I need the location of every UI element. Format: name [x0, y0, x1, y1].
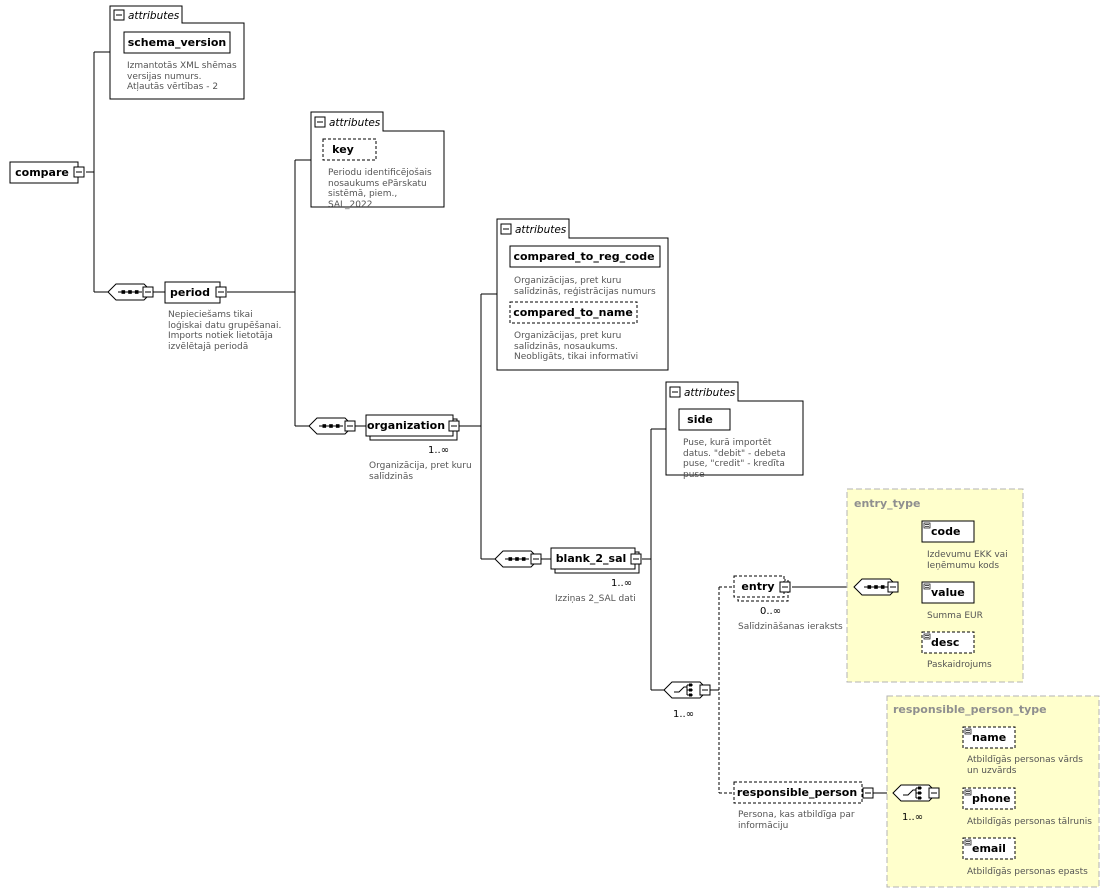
text-content-icon — [964, 789, 972, 796]
attributes-label: attributes — [684, 387, 736, 399]
attributes-group-blank-2-sal: attributes — [665, 381, 804, 476]
compare-label: compare — [15, 166, 69, 179]
collapse-icon[interactable] — [344, 420, 356, 432]
value-doc: Summa EUR — [927, 611, 983, 621]
text-content-icon — [923, 633, 931, 640]
organization-cardinality: 1..∞ — [428, 445, 449, 456]
collapse-icon[interactable] — [887, 581, 899, 593]
name-label: name — [972, 731, 1006, 744]
collapse-icon[interactable] — [215, 286, 227, 298]
period-doc: Nepieciešams tikai loģiskai datu grupēša… — [168, 310, 282, 352]
compared-to-reg-code-label: compared_to_reg_code — [513, 250, 654, 263]
element-compare[interactable]: compare — [9, 161, 85, 184]
compared-to-reg-code-doc: Organizācijas, pret kuru salīdzinās, reģ… — [514, 276, 656, 297]
collapse-icon[interactable] — [73, 166, 85, 178]
phone-label: phone — [972, 792, 1011, 805]
organization-label: organization — [367, 419, 445, 432]
collapse-icon[interactable] — [779, 581, 791, 593]
schema-version-doc: Izmantotās XML shēmas versijas numurs. A… — [127, 61, 237, 92]
text-content-icon — [964, 728, 972, 735]
collapse-icon[interactable] — [530, 553, 542, 565]
attribute-side[interactable]: side — [678, 408, 731, 431]
responsible-person-choice-cardinality: 1..∞ — [902, 812, 923, 823]
email-doc: Atbildīgās personas epasts — [967, 867, 1088, 877]
text-content-icon — [964, 839, 972, 846]
element-code[interactable]: code — [921, 520, 975, 543]
entry-label: entry — [741, 580, 774, 593]
attributes-group-period: attributes — [310, 111, 445, 208]
blank-2-sal-doc: Izziņas 2_SAL dati — [555, 594, 636, 604]
element-name[interactable]: name — [962, 726, 1016, 749]
collapse-icon[interactable] — [862, 787, 874, 799]
period-label: period — [170, 286, 210, 299]
schema-version-label: schema_version — [128, 36, 227, 49]
entry-doc: Salīdzināšanas ieraksts — [738, 622, 843, 632]
sequence-compare[interactable] — [107, 283, 154, 301]
key-label: key — [332, 143, 354, 156]
choice-cardinality: 1..∞ — [673, 709, 694, 720]
collapse-icon[interactable] — [448, 420, 460, 432]
text-content-icon — [923, 583, 931, 590]
element-blank-2-sal[interactable]: blank_2_sal 1..∞ — [550, 547, 642, 589]
organization-doc: Organizācija, pret kuru salīdzinās — [369, 461, 472, 482]
entry-type-title: entry_type — [854, 497, 920, 510]
attribute-compared-to-name[interactable]: compared_to_name — [509, 301, 638, 324]
email-label: email — [972, 842, 1006, 855]
element-responsible-person[interactable]: responsible_person — [733, 781, 874, 804]
sequence-period[interactable] — [308, 417, 356, 435]
text-content-icon — [923, 522, 931, 529]
name-doc: Atbildīgās personas vārds un uzvārds — [967, 755, 1083, 776]
attribute-schema-version[interactable]: schema_version — [123, 31, 231, 54]
connector-lines — [86, 51, 963, 850]
element-entry[interactable]: entry 0..∞ — [733, 575, 791, 617]
value-label: value — [931, 586, 965, 599]
attributes-label: attributes — [329, 117, 381, 129]
code-label: code — [931, 525, 960, 538]
code-doc: Izdevumu EKK vai Ieņēmumu kods — [927, 550, 1008, 571]
attribute-compared-to-reg-code[interactable]: compared_to_reg_code — [509, 245, 661, 268]
attributes-label: attributes — [128, 10, 180, 22]
responsible-person-label: responsible_person — [737, 786, 857, 799]
blank-2-sal-label: blank_2_sal — [556, 552, 627, 565]
key-doc: Periodu identificējošais nosaukums ePārs… — [328, 168, 432, 210]
sequence-entry-type[interactable] — [853, 578, 899, 596]
sequence-organization[interactable] — [494, 550, 542, 568]
side-label: side — [687, 413, 713, 426]
collapse-icon[interactable] — [630, 553, 642, 565]
side-doc: Puse, kurā importēt datus. "debit" - deb… — [683, 438, 786, 480]
compared-to-name-label: compared_to_name — [513, 306, 633, 319]
phone-doc: Atbildīgās personas tālrunis — [967, 817, 1092, 827]
element-email[interactable]: email — [962, 837, 1016, 860]
choice-responsible-person-type[interactable]: 1..∞ — [892, 784, 940, 823]
desc-doc: Paskaidrojums — [927, 660, 992, 670]
element-value[interactable]: value — [921, 581, 975, 604]
responsible-person-type-title: responsible_person_type — [893, 703, 1047, 716]
collapse-icon[interactable] — [928, 787, 940, 799]
compared-to-name-doc: Organizācijas, pret kuru salīdzinās, nos… — [514, 331, 639, 362]
element-desc[interactable]: desc — [921, 631, 975, 654]
attributes-label: attributes — [515, 224, 567, 236]
element-period[interactable]: period — [164, 281, 227, 304]
collapse-icon[interactable] — [699, 684, 711, 696]
choice-blank-2-sal[interactable]: 1..∞ — [663, 681, 711, 720]
desc-label: desc — [931, 636, 959, 649]
element-phone[interactable]: phone — [962, 787, 1016, 810]
blank-2-sal-cardinality: 1..∞ — [611, 578, 632, 589]
attribute-key[interactable]: key — [322, 138, 377, 161]
entry-cardinality: 0..∞ — [760, 606, 781, 617]
collapse-icon[interactable] — [142, 286, 154, 298]
element-organization[interactable]: organization 1..∞ — [365, 414, 460, 456]
responsible-person-doc: Persona, kas atbildīga par informāciju — [738, 810, 855, 831]
